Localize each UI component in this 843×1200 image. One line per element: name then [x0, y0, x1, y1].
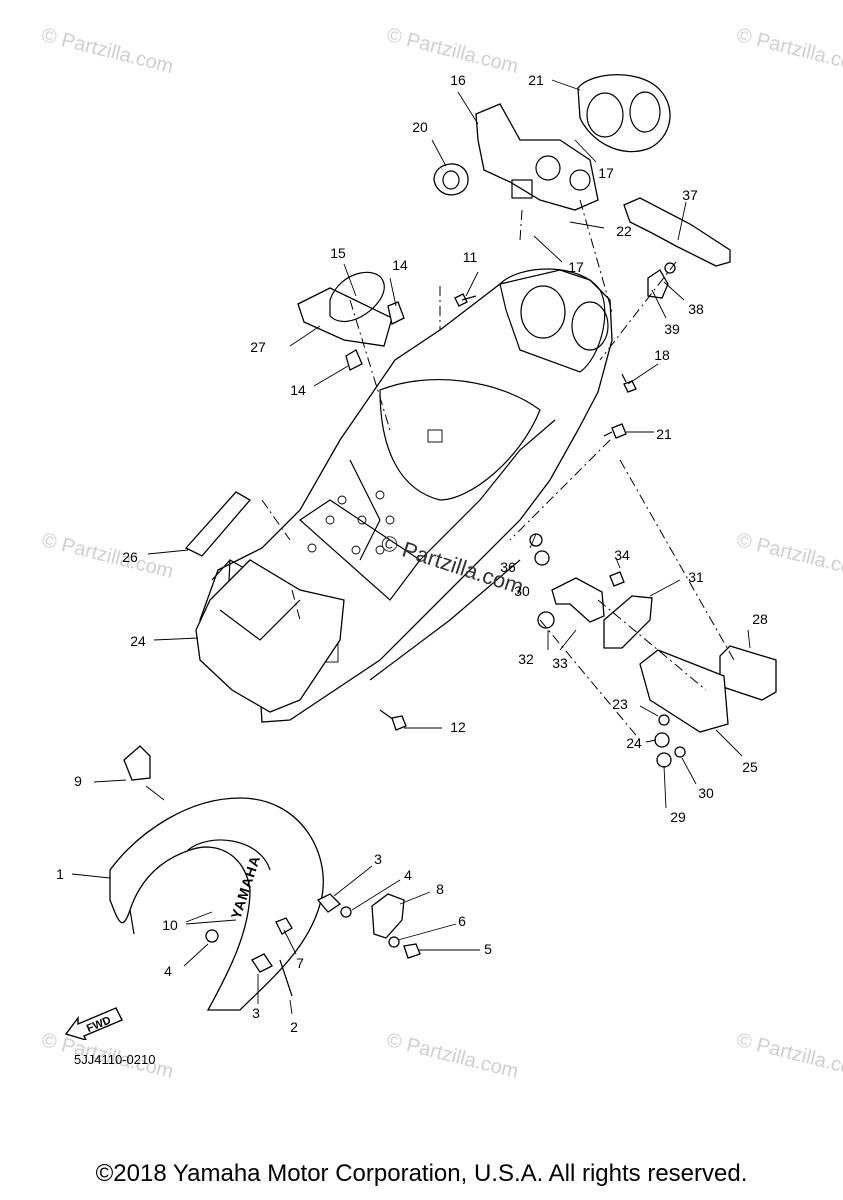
tail-light-part[interactable]	[603, 595, 653, 649]
washer-4-part[interactable]	[205, 929, 219, 943]
nut-29-part[interactable]	[656, 752, 672, 768]
bolt-18-part[interactable]	[621, 373, 637, 393]
seal-part[interactable]	[184, 491, 252, 557]
callout-19[interactable]: 22	[616, 223, 632, 239]
callout-17[interactable]: 17	[568, 259, 584, 275]
callout-37[interactable]: 37	[682, 187, 698, 203]
brace-8-part[interactable]	[371, 893, 405, 939]
callout-30[interactable]: 30	[514, 583, 530, 599]
callout-31[interactable]: 31	[688, 569, 704, 585]
callout-34[interactable]: 34	[614, 547, 630, 563]
bolt-13-part[interactable]	[454, 293, 477, 307]
washer-4-part[interactable]	[340, 906, 352, 918]
callout-25[interactable]: 21	[528, 72, 544, 88]
washer-part[interactable]	[534, 550, 550, 566]
collar-part[interactable]	[316, 893, 342, 913]
callout-14[interactable]: 14	[290, 382, 306, 398]
callout-11[interactable]: 24	[130, 633, 146, 649]
bolt-5-part[interactable]	[403, 943, 421, 959]
front-fender-part[interactable]	[109, 797, 324, 1011]
callout-26[interactable]: 26	[122, 549, 138, 565]
callout-17[interactable]: 17	[598, 165, 614, 181]
washer-6-part[interactable]	[388, 936, 400, 948]
washer-30-part[interactable]	[674, 746, 686, 758]
callout-12[interactable]: 12	[450, 719, 466, 735]
callout-28[interactable]: 28	[752, 611, 768, 627]
callout-27[interactable]: 27	[250, 339, 266, 355]
callout-6[interactable]: 6	[458, 913, 466, 929]
callout-24[interactable]: 20	[412, 119, 428, 135]
reflector-bracket-part[interactable]	[297, 271, 393, 347]
nut-23-part[interactable]	[654, 732, 670, 748]
bracket-37-part[interactable]	[623, 197, 731, 267]
callout-29[interactable]: 29	[670, 809, 686, 825]
callout-20[interactable]: 25	[742, 759, 758, 775]
nut-7-part[interactable]	[275, 917, 293, 935]
callout-7[interactable]: 7	[296, 955, 304, 971]
callout-39[interactable]: 39	[664, 321, 680, 337]
callout-33[interactable]: 33	[552, 655, 568, 671]
grommet-part[interactable]	[433, 163, 469, 196]
callout-5[interactable]: 5	[484, 941, 492, 957]
callout-4[interactable]: 4	[404, 867, 412, 883]
washer-part[interactable]	[664, 262, 676, 274]
bolt-34-part[interactable]	[609, 571, 625, 587]
forward-arrow-icon: FWD	[64, 1004, 124, 1042]
bolt-12-part[interactable]	[379, 709, 407, 731]
callout-14[interactable]: 14	[392, 257, 408, 273]
callout-21[interactable]: 21	[656, 426, 672, 442]
callout-22[interactable]: 23	[612, 696, 628, 712]
callout-13[interactable]: 11	[462, 249, 478, 265]
callout-32[interactable]: 32	[518, 651, 534, 667]
callout-18[interactable]: 18	[654, 347, 670, 363]
callout-2[interactable]: 2	[290, 1019, 298, 1035]
callout-23[interactable]: 24	[626, 735, 642, 751]
leader-lines	[71, 79, 751, 1015]
brace-9-part[interactable]	[123, 745, 151, 781]
callout-30[interactable]: 30	[698, 785, 714, 801]
nut-32-part[interactable]	[537, 611, 555, 629]
license-light-part[interactable]	[719, 645, 777, 701]
parts-diagram: YAMAHA	[71, 74, 777, 1015]
callout-3[interactable]: 3	[252, 1005, 260, 1021]
copyright-notice: ©2018 Yamaha Motor Corporation, U.S.A. A…	[95, 1160, 748, 1187]
meter-cover-part[interactable]	[577, 74, 671, 153]
callout-9[interactable]: 9	[74, 773, 82, 789]
callout-16[interactable]: 16	[450, 72, 466, 88]
callout-10[interactable]: 10	[162, 917, 178, 933]
clip-part[interactable]	[345, 349, 363, 371]
callout-36[interactable]: 36	[500, 559, 516, 575]
diagram-code: 5JJ4110-0210	[74, 1052, 156, 1067]
clip-part[interactable]	[387, 301, 405, 325]
callout-1[interactable]: 1	[56, 866, 64, 882]
meter-bracket-part[interactable]	[475, 103, 599, 211]
collar-part[interactable]	[251, 953, 273, 973]
fwd-label: FWD	[85, 1014, 113, 1035]
stay-33-part[interactable]	[551, 577, 605, 623]
bolt-21-part[interactable]	[603, 423, 627, 439]
callout-15[interactable]: 15	[330, 245, 346, 261]
license-bracket-part[interactable]	[639, 649, 729, 733]
callout-38[interactable]: 38	[688, 301, 704, 317]
callout-3[interactable]: 3	[374, 851, 382, 867]
callout-4[interactable]: 4	[164, 963, 172, 979]
washer-22-part[interactable]	[658, 714, 670, 726]
tool-tray-part[interactable]	[195, 559, 345, 713]
callout-8[interactable]: 8	[436, 881, 444, 897]
